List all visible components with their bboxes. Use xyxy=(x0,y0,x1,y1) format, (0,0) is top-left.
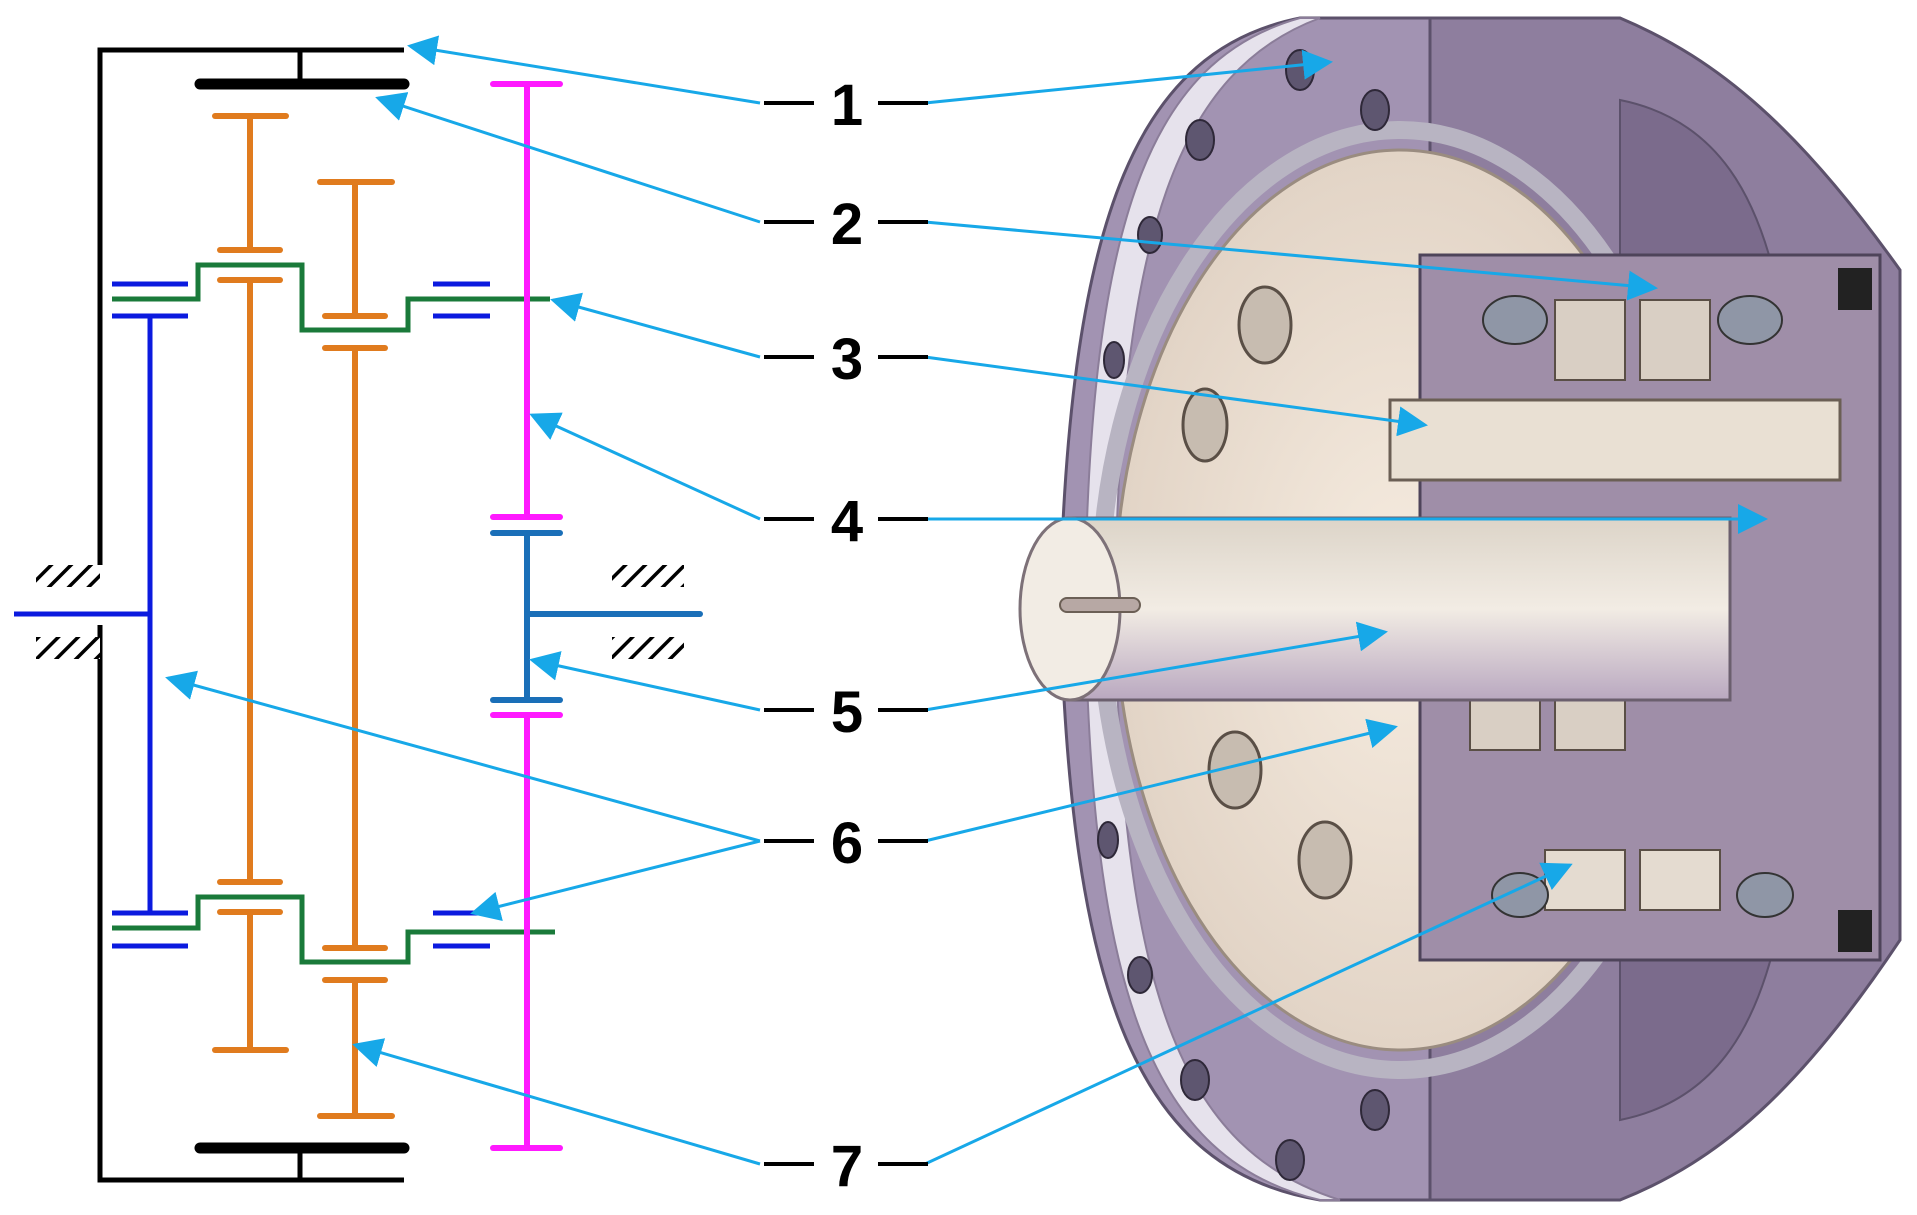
leader-arrows xyxy=(165,35,1768,1166)
callout-7: 7 xyxy=(764,1134,928,1199)
roller-block-5 xyxy=(1544,849,1626,911)
ball-bearing-1 xyxy=(1482,295,1548,345)
callout-4-label: 4 xyxy=(831,489,863,554)
roller-block-1 xyxy=(1554,299,1626,381)
callout-4: 4 xyxy=(764,489,928,554)
ground-hatch-right-top xyxy=(612,565,684,587)
callout-2-label: 2 xyxy=(831,192,863,257)
ball-bearing-3 xyxy=(1491,872,1549,918)
kinematic-schematic xyxy=(14,47,703,1183)
ground-hatch-left-top xyxy=(36,565,100,587)
callout-labels: 1 2 3 4 5 6 7 xyxy=(764,73,928,1199)
reducer-3d-model xyxy=(1018,16,1902,1202)
flange-bolt-holes xyxy=(1097,49,1390,1181)
callout-6-label: 6 xyxy=(831,811,863,876)
callout-3-label: 3 xyxy=(831,327,863,392)
ground-hatch-left-bottom xyxy=(36,637,100,659)
roller-block-6 xyxy=(1639,849,1721,911)
flange-face xyxy=(1083,17,1341,1201)
ring-gear-fixed xyxy=(194,78,410,1154)
input-shaft xyxy=(490,530,703,703)
ball-bearing-4 xyxy=(1736,872,1794,918)
crank-shaft-model-upper xyxy=(1388,398,1842,482)
crank-shaft-lower xyxy=(112,894,555,965)
planet-gears xyxy=(212,113,395,1119)
callout-5-label: 5 xyxy=(831,680,863,745)
callout-5: 5 xyxy=(764,680,928,745)
callout-1-label: 1 xyxy=(831,73,863,138)
ball-bearing-2 xyxy=(1717,295,1783,345)
crank-pin-holes xyxy=(1181,285,1353,900)
callout-6: 6 xyxy=(764,811,928,876)
oil-seal-top xyxy=(1838,268,1872,310)
callout-7-label: 7 xyxy=(831,1134,863,1199)
crank-shaft-upper xyxy=(112,262,550,333)
callout-1: 1 xyxy=(764,73,928,138)
callout-2: 2 xyxy=(764,192,928,257)
shaft-keyway xyxy=(1059,597,1141,613)
oil-seal-bottom xyxy=(1838,910,1872,952)
callout-3: 3 xyxy=(764,327,928,392)
input-gear-magenta xyxy=(490,81,563,1151)
roller-block-2 xyxy=(1639,299,1711,381)
ground-hatch-right-bottom xyxy=(612,637,684,659)
